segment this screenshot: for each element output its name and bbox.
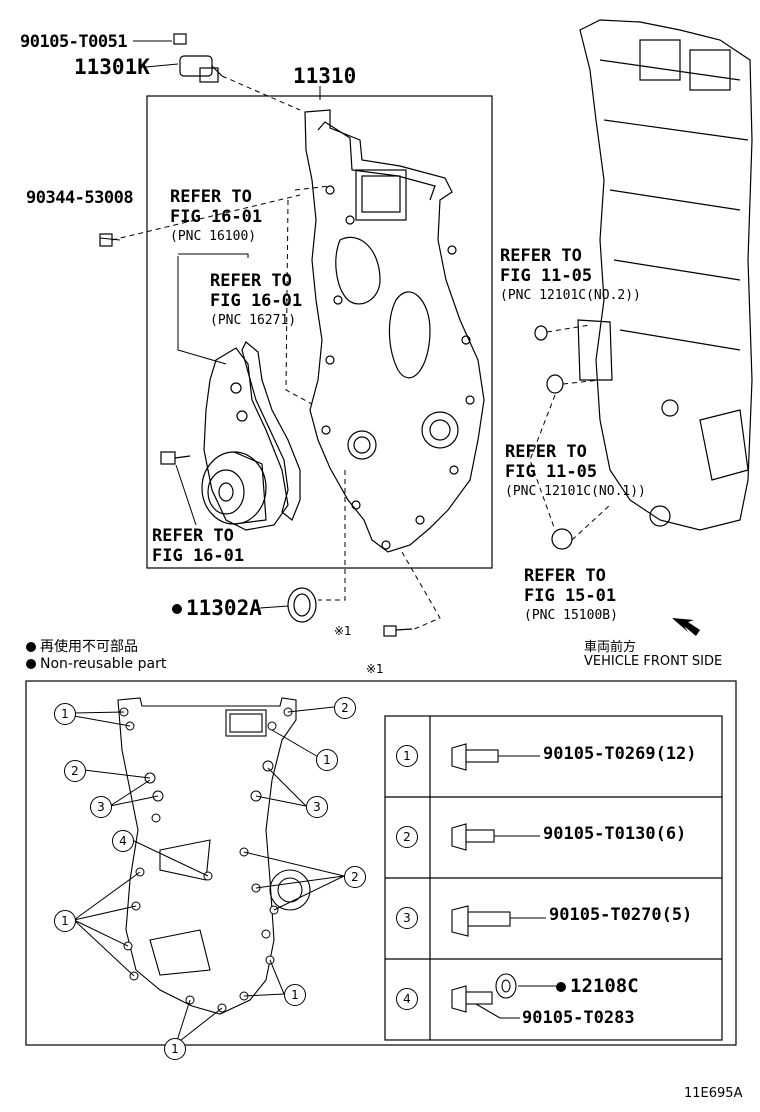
ref-mark-main: ※1 <box>334 624 352 638</box>
part-label-oil-seal: 11302A <box>172 596 262 620</box>
refer-pnc: (PNC 12101C(NO.1)) <box>505 484 646 499</box>
inset-callout: 1 <box>316 749 338 771</box>
refer-block-2[interactable]: REFER TO FIG 16-01 (PNC 16271) <box>210 271 302 331</box>
inset-callout: 1 <box>54 703 76 725</box>
part-label-sensor-bolt: 90105-T0051 <box>20 32 128 52</box>
part-label-plug: 90344-53008 <box>26 188 134 208</box>
direction-en: VEHICLE FRONT SIDE <box>584 654 723 669</box>
inset-callout: 1 <box>54 910 76 932</box>
refer-fig: FIG 11-05 <box>505 462 598 482</box>
non-reusable-dot-icon <box>26 642 36 652</box>
front-arrow <box>672 618 700 636</box>
water-pump-plate <box>203 347 289 531</box>
o-ring-no2 <box>534 325 548 341</box>
timing-cover-outline <box>304 109 485 553</box>
refer-fig: FIG 16-01 <box>152 546 245 566</box>
table-num-3: 3 <box>396 907 418 929</box>
inset-callout: 2 <box>334 697 356 719</box>
refer-pnc: (PNC 16100) <box>170 229 257 244</box>
inset-callout: 2 <box>64 760 86 782</box>
refer-block-1[interactable]: REFER TO FIG 16-01 (PNC 16100) <box>170 187 262 247</box>
inset-callout: 1 <box>164 1038 186 1060</box>
refer-title: REFER TO <box>500 246 582 266</box>
pump-bolt <box>160 451 191 465</box>
engine-block <box>579 19 753 531</box>
table-num-1: 1 <box>396 745 418 767</box>
table-bolts <box>451 743 556 1019</box>
table-pn-1: 90105-T0269(12) <box>543 744 697 764</box>
legend-japanese: 再使用不可部品 <box>26 636 138 656</box>
o-ring-15100b <box>551 528 573 550</box>
refer-block-3[interactable]: REFER TO FIG 16-01 <box>152 526 244 566</box>
refer-title: REFER TO <box>524 566 606 586</box>
footer-code: 11E695A <box>684 1086 743 1101</box>
refer-title: REFER TO <box>170 187 252 207</box>
refer-pnc: (PNC 16271) <box>210 313 297 328</box>
ref-mark-inset: ※1 <box>366 662 384 676</box>
table-pn-2: 90105-T0130(6) <box>543 824 687 844</box>
non-reusable-dot-icon <box>556 981 566 992</box>
refer-pnc: (PNC 15100B) <box>524 608 618 623</box>
inset-callout: 3 <box>306 796 328 818</box>
refer-block-4[interactable]: REFER TO FIG 11-05 (PNC 12101C(NO.2)) <box>500 246 641 306</box>
cam-sensor <box>179 55 223 83</box>
direction-jp: 車両前方 <box>584 640 637 655</box>
non-reusable-dot-icon <box>172 604 182 614</box>
inset-callout: 1 <box>284 984 306 1006</box>
inset-callout: 4 <box>112 830 134 852</box>
refer-fig: FIG 11-05 <box>500 266 593 286</box>
inset-frame <box>25 680 737 1046</box>
refer-fig: FIG 16-01 <box>210 291 303 311</box>
oil-seal <box>287 587 317 623</box>
table-num-4: 4 <box>396 988 418 1010</box>
refer-block-5[interactable]: REFER TO FIG 11-05 (PNC 12101C(NO.1)) <box>505 442 646 502</box>
gasket <box>241 341 301 521</box>
cover-window <box>355 169 407 221</box>
inset-callout: 3 <box>90 796 112 818</box>
table-pn-3: 90105-T0270(5) <box>549 905 693 925</box>
inset-callout: 2 <box>344 866 366 888</box>
o-ring-no1 <box>546 374 564 394</box>
cover-seal-bore <box>347 430 377 460</box>
refer-title: REFER TO <box>505 442 587 462</box>
non-reusable-dot-icon <box>26 659 36 669</box>
refer-title: REFER TO <box>210 271 292 291</box>
main-frame <box>146 95 493 569</box>
refer-title: REFER TO <box>152 526 234 546</box>
part-label-timing-cover: 11310 <box>293 64 357 88</box>
inset-cover <box>117 697 311 1015</box>
refer-block-6[interactable]: REFER TO FIG 15-01 (PNC 15100B) <box>524 566 618 626</box>
plug <box>99 233 113 247</box>
sensor-bolt <box>173 33 187 45</box>
refer-fig: FIG 15-01 <box>524 586 617 606</box>
table-extra-4: 12108C <box>556 975 639 997</box>
legend-english: Non-reusable part <box>26 656 166 672</box>
table-pn-4: 90105-T0283 <box>522 1008 635 1028</box>
table-num-2: 2 <box>396 826 418 848</box>
refer-pnc: (PNC 12101C(NO.2)) <box>500 288 641 303</box>
part-label-cam-sensor: 11301K <box>74 55 150 79</box>
refer-fig: FIG 16-01 <box>170 207 263 227</box>
